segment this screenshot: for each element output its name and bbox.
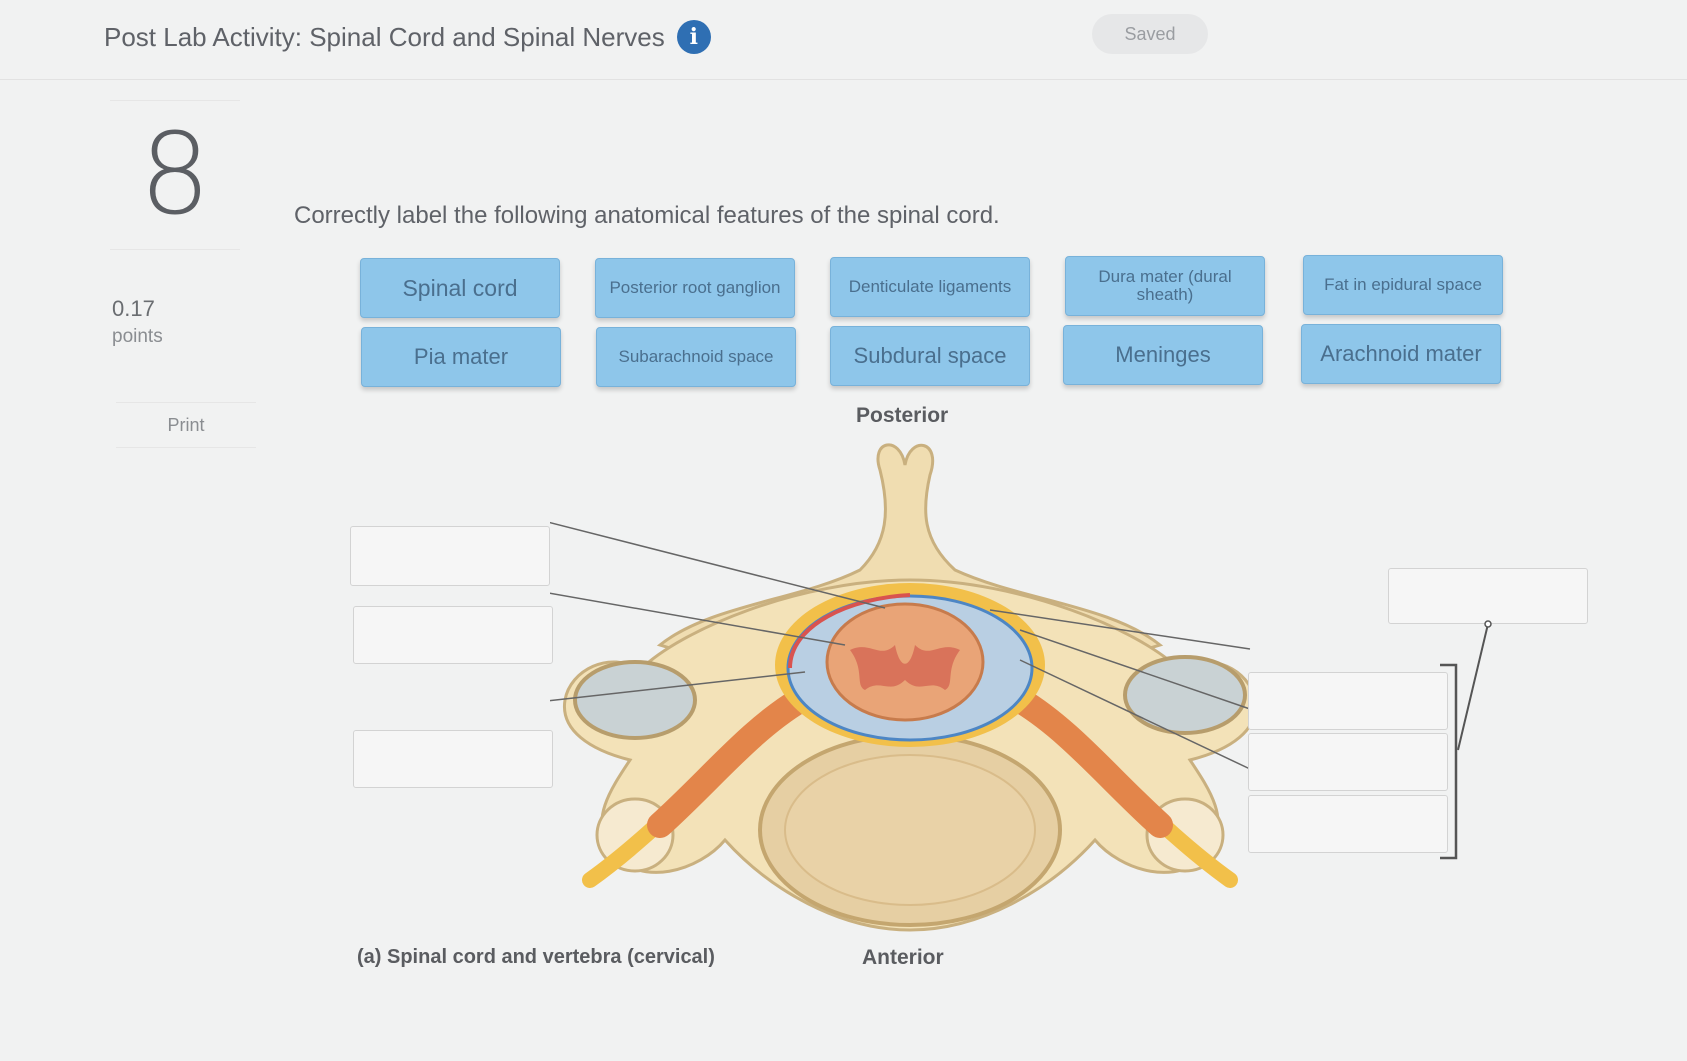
- label-chip-arachnoid-mater[interactable]: Arachnoid mater: [1301, 324, 1501, 384]
- vertebral-body-inner-shape: [784, 754, 1036, 906]
- header-bar: Post Lab Activity: Spinal Cord and Spina…: [0, 0, 1687, 80]
- drop-target-bracket-group[interactable]: [1388, 568, 1588, 624]
- drop-target-left-3[interactable]: [353, 730, 553, 788]
- page-title-text: Post Lab Activity: Spinal Cord and Spina…: [104, 21, 665, 52]
- dura-edge-shape: [788, 593, 911, 669]
- meninges-bracket: [1440, 620, 1492, 860]
- leader-line-4: [989, 609, 1251, 650]
- spinal-cord-shape: [825, 602, 985, 722]
- anterior-label: Anterior: [862, 946, 944, 969]
- label-chip-meninges[interactable]: Meninges: [1063, 325, 1263, 385]
- drop-target-right-1[interactable]: [1248, 672, 1448, 730]
- label-chip-fat-in-epidural-space[interactable]: Fat in epidural space: [1303, 255, 1503, 315]
- drop-target-right-3[interactable]: [1248, 795, 1448, 853]
- right-ganglion-shape: [1007, 687, 1173, 838]
- points-label: points: [112, 326, 163, 347]
- right-foramen-shape: [1123, 655, 1247, 735]
- label-chip-denticulate-ligaments[interactable]: Denticulate ligaments: [830, 257, 1030, 317]
- figure-caption: (a) Spinal cord and vertebra (cervical): [357, 946, 715, 968]
- left-ganglion-shape: [647, 687, 813, 838]
- drop-target-left-1[interactable]: [350, 526, 550, 586]
- drop-target-right-2[interactable]: [1248, 733, 1448, 791]
- label-chip-dura-mater[interactable]: Dura mater (dural sheath): [1065, 256, 1265, 316]
- label-chip-pia-mater[interactable]: Pia mater: [361, 327, 561, 387]
- leader-line-1: [550, 521, 886, 609]
- saved-status-badge: Saved: [1092, 14, 1208, 54]
- drop-target-left-2[interactable]: [353, 606, 553, 664]
- spinal-cord-vertebra-illustration: [550, 443, 1258, 932]
- leader-line-5: [1019, 629, 1251, 710]
- leader-line-2: [550, 592, 846, 646]
- question-number: 8: [110, 100, 240, 250]
- left-foramen-shape: [573, 660, 697, 740]
- leader-line-6: [1019, 659, 1251, 770]
- print-button[interactable]: Print: [116, 402, 256, 448]
- info-icon[interactable]: i: [676, 20, 711, 54]
- leader-line-3: [550, 671, 806, 702]
- label-chip-posterior-root-ganglion[interactable]: Posterior root ganglion: [595, 258, 795, 318]
- posterior-label: Posterior: [856, 404, 949, 427]
- points-value: 0.17: [112, 296, 155, 321]
- question-prompt: Correctly label the following anatomical…: [294, 202, 1000, 229]
- page-title: Post Lab Activity: Spinal Cord and Spina…: [104, 20, 711, 54]
- label-chip-subarachnoid-space[interactable]: Subarachnoid space: [596, 327, 796, 387]
- label-chip-spinal-cord[interactable]: Spinal cord: [360, 258, 560, 318]
- gray-matter-shape: [850, 645, 960, 690]
- label-chip-subdural-space[interactable]: Subdural space: [830, 326, 1030, 386]
